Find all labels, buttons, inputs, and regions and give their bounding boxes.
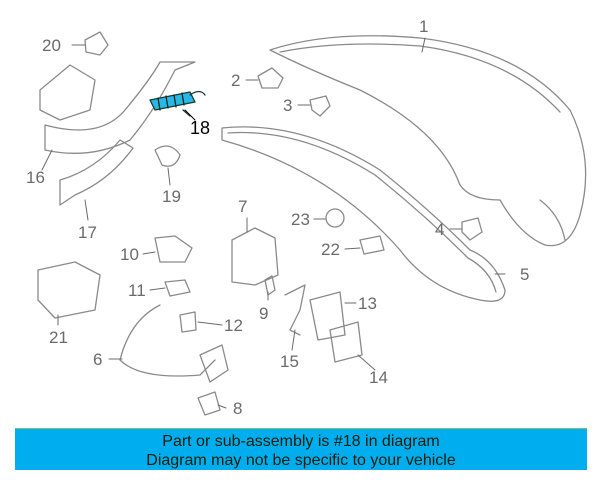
callout-11: 11 [128, 281, 146, 300]
part-20 [84, 31, 109, 56]
part-23-grommet [325, 208, 345, 228]
callout-3: 3 [283, 96, 293, 115]
callout-9: 9 [259, 304, 269, 323]
callout-6: 6 [93, 350, 103, 369]
callout-12: 12 [224, 316, 243, 335]
part-9-stud [264, 275, 276, 296]
callout-2: 2 [231, 71, 241, 90]
part-17-hinge-arm [59, 139, 134, 206]
callout-21: 21 [49, 328, 68, 347]
part-14-module [329, 321, 363, 363]
part-1-trunk-lid [269, 35, 587, 247]
part-16-hinge [39, 61, 196, 154]
part-4-bumper [461, 217, 483, 241]
part-13-latch [309, 291, 346, 341]
callout-22: 22 [321, 240, 340, 259]
part-12 [179, 311, 197, 333]
callout-1: 1 [419, 17, 429, 36]
leader-lines [41, 37, 506, 409]
part-19 [154, 145, 181, 167]
part-6-cable [119, 304, 216, 377]
banner-line-2: Diagram may not be specific to your vehi… [146, 452, 456, 469]
part-10 [154, 235, 193, 263]
part-22 [359, 235, 385, 255]
callout-4: 4 [435, 220, 445, 239]
part-5-weatherstrip [221, 126, 506, 302]
callout-10: 10 [120, 245, 139, 264]
part-2-clip [257, 67, 284, 89]
callout-13: 13 [358, 294, 377, 313]
part-8 [197, 391, 221, 416]
callout-15: 15 [280, 352, 299, 371]
part-6-actuator [199, 344, 229, 383]
callout-23: 23 [291, 210, 310, 229]
part-11 [164, 279, 191, 297]
info-banner: Part or sub-assembly is #18 in diagram D… [15, 428, 587, 470]
callout-16: 16 [26, 168, 45, 187]
part-18-spring [149, 90, 206, 117]
callout-14: 14 [369, 368, 388, 387]
callout-18-highlighted: 18 [190, 118, 211, 138]
callout-20: 20 [42, 36, 61, 55]
callout-5: 5 [520, 265, 530, 284]
diagram-drawing [37, 31, 587, 416]
callout-8: 8 [233, 399, 243, 418]
callout-17: 17 [78, 223, 97, 242]
part-7-bracket [231, 227, 279, 286]
part-21-latch [37, 261, 101, 319]
callout-7: 7 [238, 197, 248, 216]
banner-line-1: Part or sub-assembly is #18 in diagram [162, 433, 440, 450]
callout-19: 19 [162, 187, 181, 206]
part-15-bracket [284, 284, 306, 336]
part-3-clip [309, 95, 331, 117]
